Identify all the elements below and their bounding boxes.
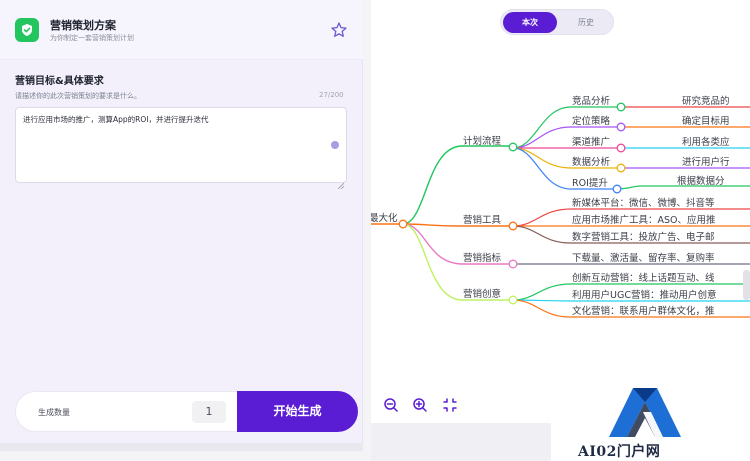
detail-label: 研究竞品的 xyxy=(682,95,730,107)
shield-check-icon xyxy=(15,18,39,42)
branch-label: 营销指标 xyxy=(463,252,502,264)
horizontal-scrollbar[interactable] xyxy=(0,443,363,451)
requirements-textarea[interactable]: 进行应用市场的推广，测算App的ROI，并进行提升迭代 xyxy=(15,107,347,190)
star-icon[interactable] xyxy=(330,21,348,39)
detail-label: 确定目标用 xyxy=(682,115,730,127)
section-title: 营销目标&具体要求 xyxy=(15,76,104,87)
root-label: 最大化 xyxy=(371,212,398,224)
leaf-label: 创新互动营销：线上话题互动、线 xyxy=(572,272,715,284)
right-panel: 本次 历史 xyxy=(371,0,750,423)
requirements-value: 进行应用市场的推广，测算App的ROI，并进行提升迭代 xyxy=(23,115,209,124)
left-panel: 营销策划方案 为你制定一套营销策划计划 营销目标&具体要求 请描述你的此次营销策… xyxy=(0,0,363,443)
quantity-label: 生成数量 xyxy=(38,408,70,417)
watermark xyxy=(551,382,750,461)
node-branch-2 xyxy=(508,221,518,231)
char-counter: 27/200 xyxy=(319,91,344,99)
connector-branch-4 xyxy=(402,223,513,301)
resize-handle-icon[interactable] xyxy=(337,174,345,190)
branch-label: 营销工具 xyxy=(463,214,502,226)
ai-assist-icon[interactable] xyxy=(331,141,339,149)
quantity-input[interactable]: 1 xyxy=(192,401,226,423)
section-hint: 请描述你的此次营销策划的要求是什么。 xyxy=(15,92,141,100)
detail-label: 进行用户行 xyxy=(682,156,730,168)
generate-bar: 生成数量 1 开始生成 xyxy=(15,391,358,432)
root-node xyxy=(398,219,408,229)
tab-history[interactable]: 历史 xyxy=(578,18,594,27)
detail-label: 根据数据分 xyxy=(677,175,725,187)
watermark-text: AI02门户网 xyxy=(578,444,661,460)
app-header: 营销策划方案 为你制定一套营销策划计划 xyxy=(0,0,363,60)
leaf-label: 数字营销工具：投放广告、电子邮 xyxy=(572,231,715,243)
start-generate-button[interactable]: 开始生成 xyxy=(237,391,358,432)
vertical-scrollbar[interactable] xyxy=(743,270,750,300)
node-branch-3 xyxy=(508,259,518,269)
zoom-in-icon[interactable] xyxy=(411,396,429,414)
result-toggle: 本次 历史 xyxy=(500,9,614,35)
detail-label: 利用各类应 xyxy=(682,136,730,148)
connector-branch-3 xyxy=(402,223,513,265)
node-branch-1 xyxy=(508,142,518,152)
leaf-label: 渠道推广 xyxy=(572,136,610,148)
leaf-label: 定位策略 xyxy=(572,115,611,127)
leaf-label: 竞品分析 xyxy=(572,95,611,107)
branch-label: 营销创意 xyxy=(463,288,501,300)
app-subtitle: 为你制定一套营销策划计划 xyxy=(50,34,134,42)
leaf-label: ROI提升 xyxy=(572,177,608,189)
leaf-label: 数据分析 xyxy=(572,156,611,168)
branch-label: 计划流程 xyxy=(463,135,502,147)
tab-current[interactable]: 本次 xyxy=(503,12,557,33)
leaf-label: 利用用户UGC营销：推动用户创意 xyxy=(572,289,716,301)
connector-branch-1 xyxy=(402,145,513,225)
leaf-label: 新媒体平台：微信、微博、抖音等 xyxy=(572,197,715,209)
app-title: 营销策划方案 xyxy=(50,19,116,32)
leaf-label: 下载量、激活量、留存率、复购率 xyxy=(572,252,715,264)
leaf-label: 文化营销：联系用户群体文化，推 xyxy=(572,305,715,317)
mindmap-canvas[interactable]: 最大化 计划流程 营销工具 营销指标 营销创意 竞品分析 定位策略 渠道推广 数… xyxy=(371,60,750,390)
zoom-out-icon[interactable] xyxy=(382,396,400,414)
fit-screen-icon[interactable] xyxy=(441,396,459,414)
leaf-label: 应用市场推广工具：ASO、应用推 xyxy=(572,214,716,226)
node-branch-4 xyxy=(508,295,518,305)
watermark-logo-icon xyxy=(609,388,681,437)
connector-branch-2 xyxy=(402,223,513,227)
